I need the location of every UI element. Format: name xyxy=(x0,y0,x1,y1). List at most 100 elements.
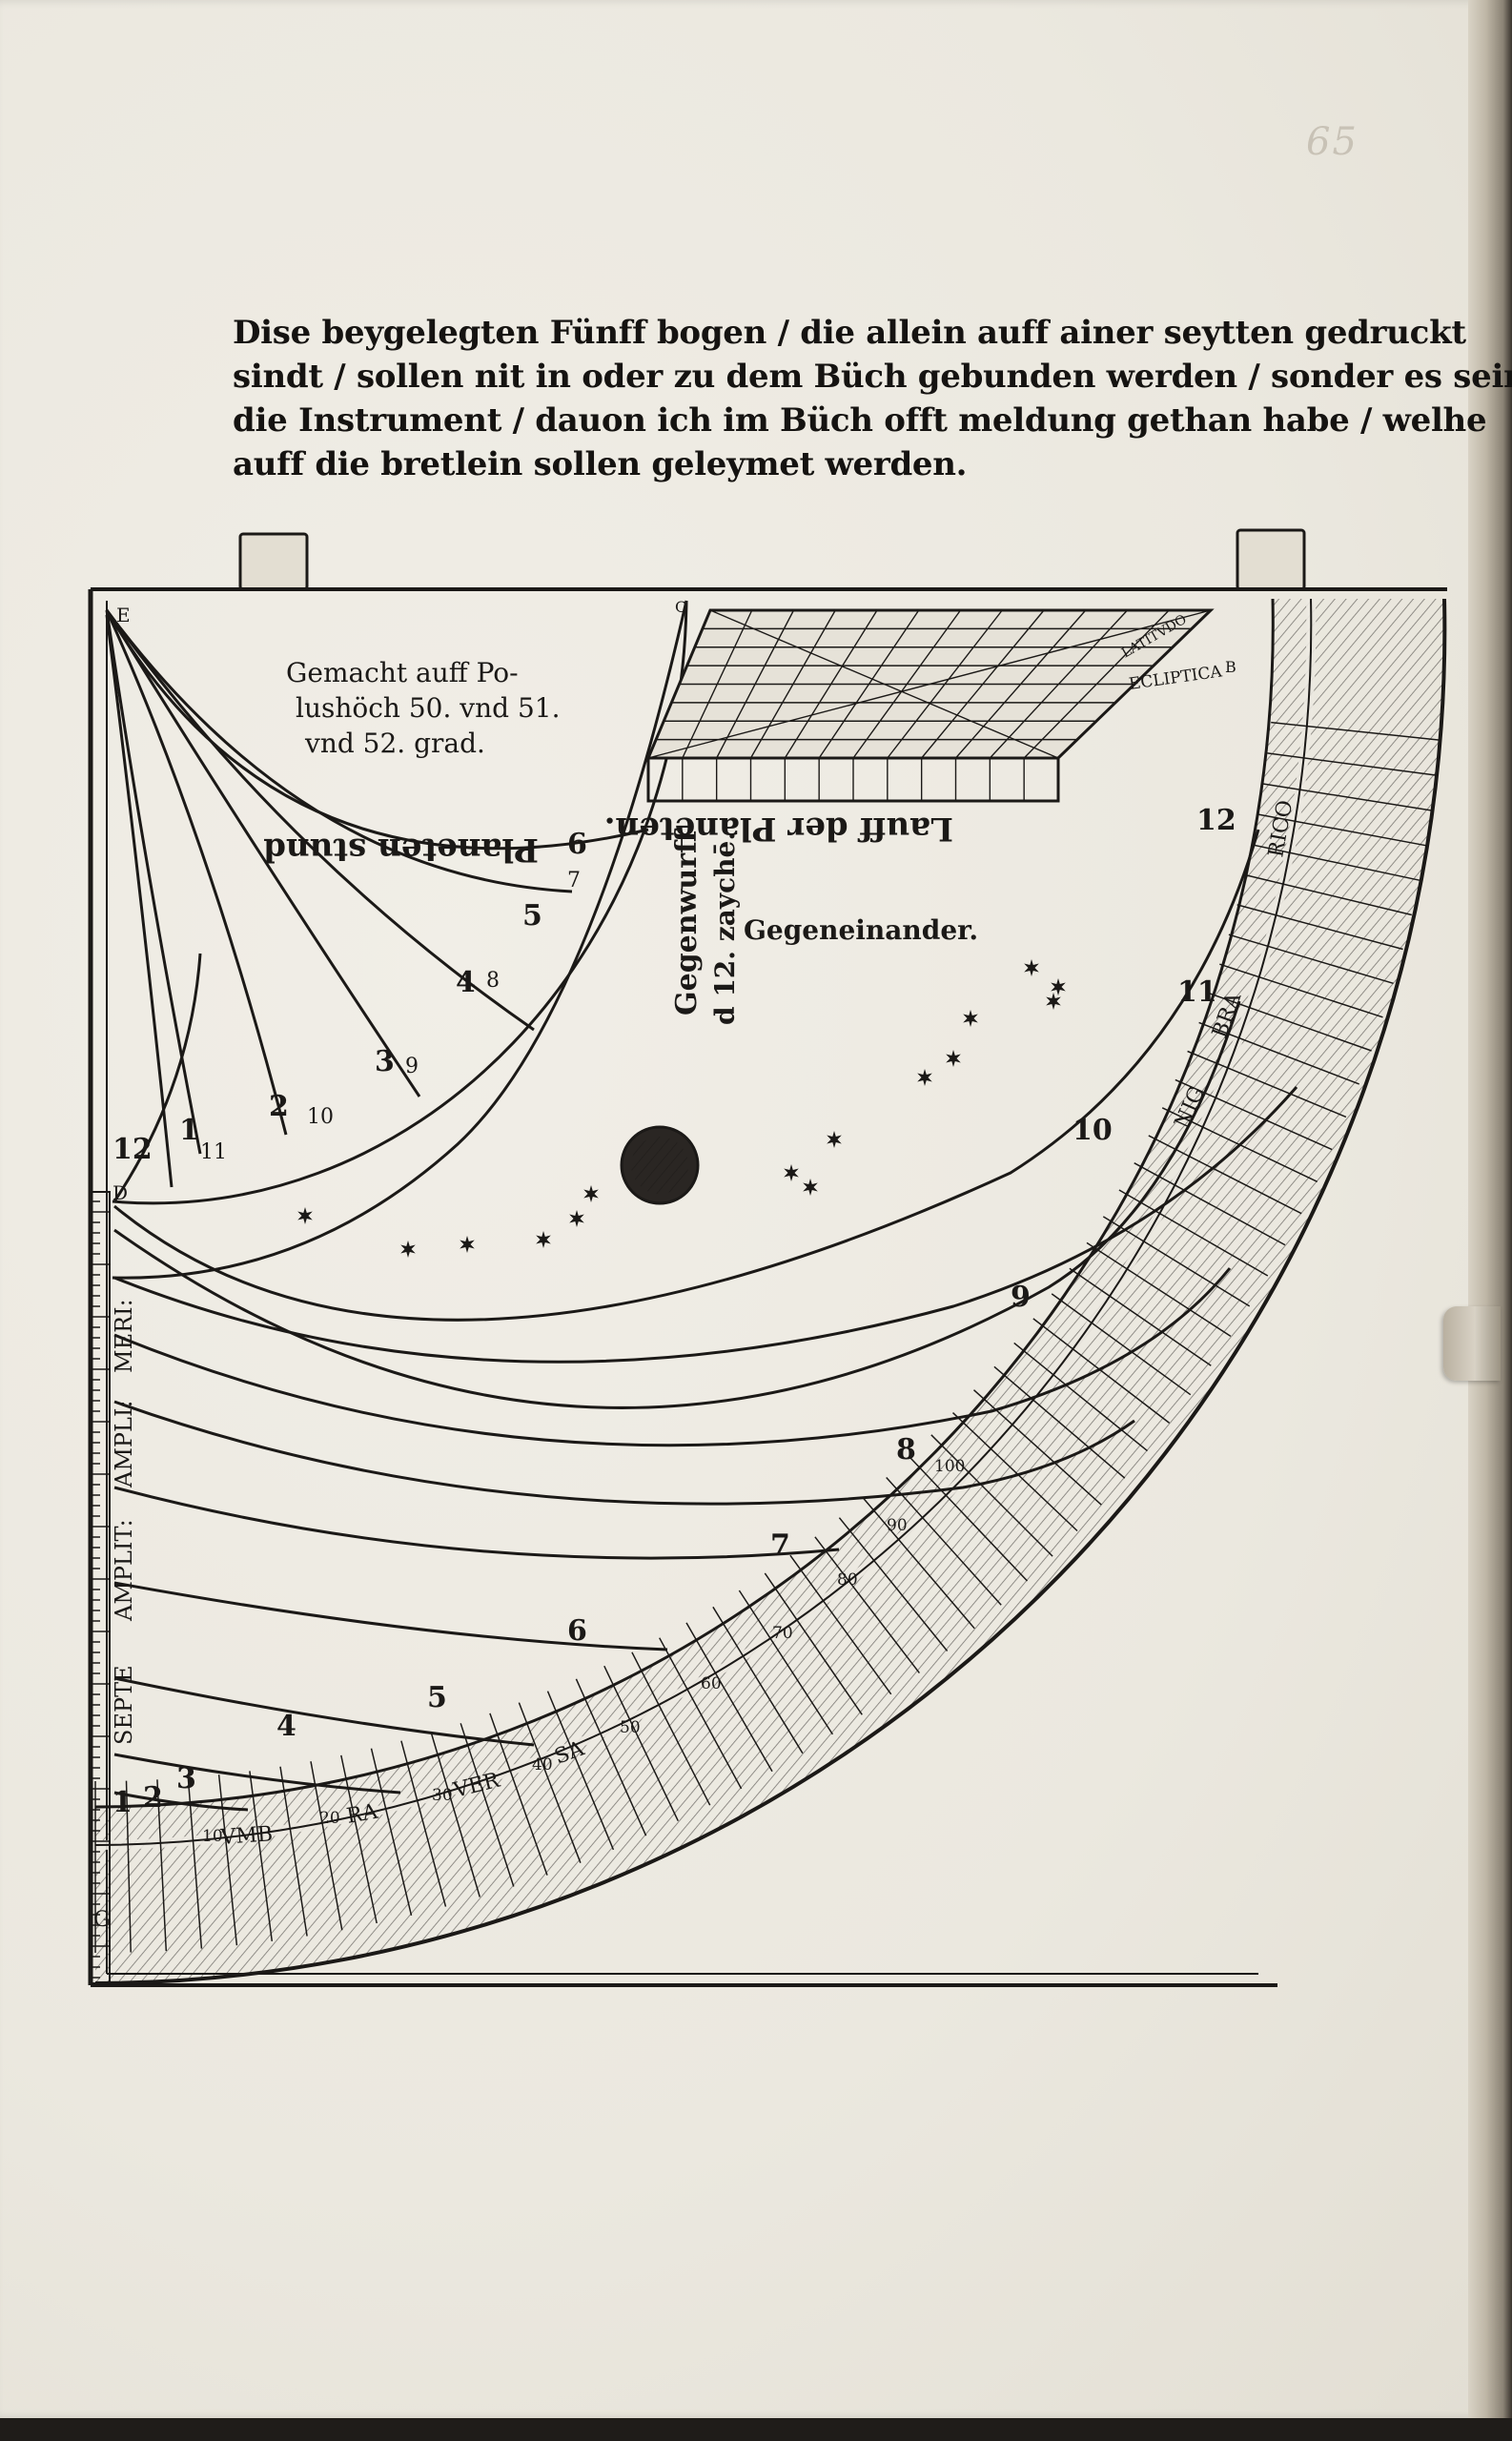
hour-number: 7 xyxy=(770,1528,790,1562)
rim-tick xyxy=(217,1774,238,1946)
hour-number: 12 xyxy=(112,1133,153,1166)
degree-mark: 40 xyxy=(532,1755,553,1774)
lauff-der-planeten-label: Lauff der Planeten. xyxy=(604,810,953,848)
hour-number: 3 xyxy=(375,1045,395,1078)
degree-mark: 80 xyxy=(837,1570,858,1590)
scale-word: AMPLIT: xyxy=(111,1519,137,1622)
rim-tick xyxy=(631,1651,711,1806)
rim-ticks xyxy=(94,721,1442,1953)
plate-diagonal xyxy=(647,609,1212,759)
gegenwurff-line: d 12. zaychē. xyxy=(709,831,741,1025)
star-marker xyxy=(297,1207,313,1224)
rim-tick xyxy=(951,1412,1078,1532)
folio-number: 65 xyxy=(1306,120,1359,164)
star-marker xyxy=(963,1010,978,1027)
rim-tick xyxy=(1013,1342,1148,1452)
rim-tick xyxy=(930,1434,1053,1557)
corner-letter: C xyxy=(675,598,686,616)
hour-number: 9 xyxy=(405,1055,419,1078)
corner-letter: D xyxy=(112,1181,128,1204)
scale-word: SEPTE xyxy=(111,1665,137,1745)
star-marker xyxy=(1051,978,1066,995)
rim-tick xyxy=(738,1590,834,1735)
rim-tick xyxy=(340,1754,378,1924)
rim-tick xyxy=(659,1637,743,1790)
sun-disc xyxy=(620,1125,700,1205)
star-marker xyxy=(569,1210,584,1227)
rim-tick xyxy=(789,1554,892,1695)
rim-tick xyxy=(712,1606,804,1754)
paper-tab xyxy=(1443,1306,1501,1381)
ring-word: VMB xyxy=(219,1822,274,1850)
hour-number: 11 xyxy=(200,1140,227,1164)
star-marker xyxy=(536,1231,551,1248)
rim-tick xyxy=(1118,1189,1269,1277)
star-marker xyxy=(1046,993,1061,1010)
rim-tick xyxy=(1032,1318,1171,1424)
intro-line: auff die bretlein sollen geleymet werden… xyxy=(233,445,968,483)
star-marker xyxy=(803,1179,818,1196)
hour-number: 5 xyxy=(522,899,542,933)
planeten-stund-label: Planeten stund xyxy=(263,831,539,869)
rim-tick xyxy=(1228,933,1394,985)
rim-tick xyxy=(575,1678,647,1836)
rim-tick xyxy=(1148,1135,1302,1215)
hour-number: 10 xyxy=(307,1105,334,1129)
rim-tick xyxy=(279,1766,308,1937)
star-marker xyxy=(784,1164,799,1181)
figure-labels: Gemacht auff Po- lushöch 50. vnd 51. vnd… xyxy=(93,598,1297,1932)
corner-letter: G xyxy=(93,1908,111,1932)
intro-line: die Instrument / dauon ich im Büch offt … xyxy=(233,401,1487,440)
made-for-line: vnd 52. grad. xyxy=(304,728,485,759)
rim-tick xyxy=(814,1536,920,1674)
scale-word: AMPLI: xyxy=(111,1400,137,1488)
hour-number: 1 xyxy=(179,1114,199,1147)
intro-line: Dise beygelegten Fünff bogen / die allei… xyxy=(233,314,1466,352)
star-marker xyxy=(827,1131,842,1148)
quadrant-rim xyxy=(94,598,1447,1985)
rim-tick xyxy=(1271,721,1442,742)
rim-tick xyxy=(1187,1050,1347,1118)
rim-tick xyxy=(156,1779,168,1952)
rim-tick xyxy=(546,1691,615,1851)
rim-tick xyxy=(1086,1241,1232,1338)
rim-tick xyxy=(909,1455,1029,1582)
star-marker xyxy=(946,1050,961,1067)
rim-tick xyxy=(518,1702,582,1863)
mounting-tabs xyxy=(238,528,1306,591)
rim-tick xyxy=(1102,1216,1251,1307)
corner-letter: E xyxy=(116,604,131,626)
degree-mark: 70 xyxy=(772,1624,793,1643)
gegenwurff-line: Gegenwurff xyxy=(670,828,704,1015)
corner-letter: B xyxy=(1225,658,1236,676)
degree-mark: 30 xyxy=(432,1786,453,1805)
hour-curves xyxy=(105,600,1298,1812)
rim-tick xyxy=(1257,813,1427,847)
star-marker xyxy=(583,1185,599,1202)
degree-mark: 50 xyxy=(620,1718,641,1737)
star-marker xyxy=(400,1241,416,1258)
rim-tick xyxy=(310,1761,343,1931)
scan-bottom-border xyxy=(0,2418,1512,2441)
hour-number: 8 xyxy=(486,969,500,993)
hour-number: 7 xyxy=(567,869,581,892)
rim-tick xyxy=(1244,873,1412,916)
page-edge xyxy=(1468,0,1512,2441)
rim-tick xyxy=(187,1777,203,1949)
hour-number: 9 xyxy=(1011,1281,1031,1314)
rim-tick xyxy=(1262,783,1433,811)
rim-tick xyxy=(1069,1267,1212,1366)
ecliptica-plate xyxy=(645,608,1215,803)
hour-number: 12 xyxy=(1196,804,1236,837)
intro-line: sindt / sollen nit in oder zu dem Büch g… xyxy=(233,358,1512,396)
rim-tick xyxy=(460,1723,515,1887)
scale-word: MERI: xyxy=(111,1299,137,1373)
degree-mark: 60 xyxy=(701,1674,722,1693)
rim-tick xyxy=(370,1748,413,1916)
rim-tick xyxy=(1251,844,1420,881)
rim-tick xyxy=(764,1572,863,1715)
rim-tick xyxy=(993,1365,1126,1479)
